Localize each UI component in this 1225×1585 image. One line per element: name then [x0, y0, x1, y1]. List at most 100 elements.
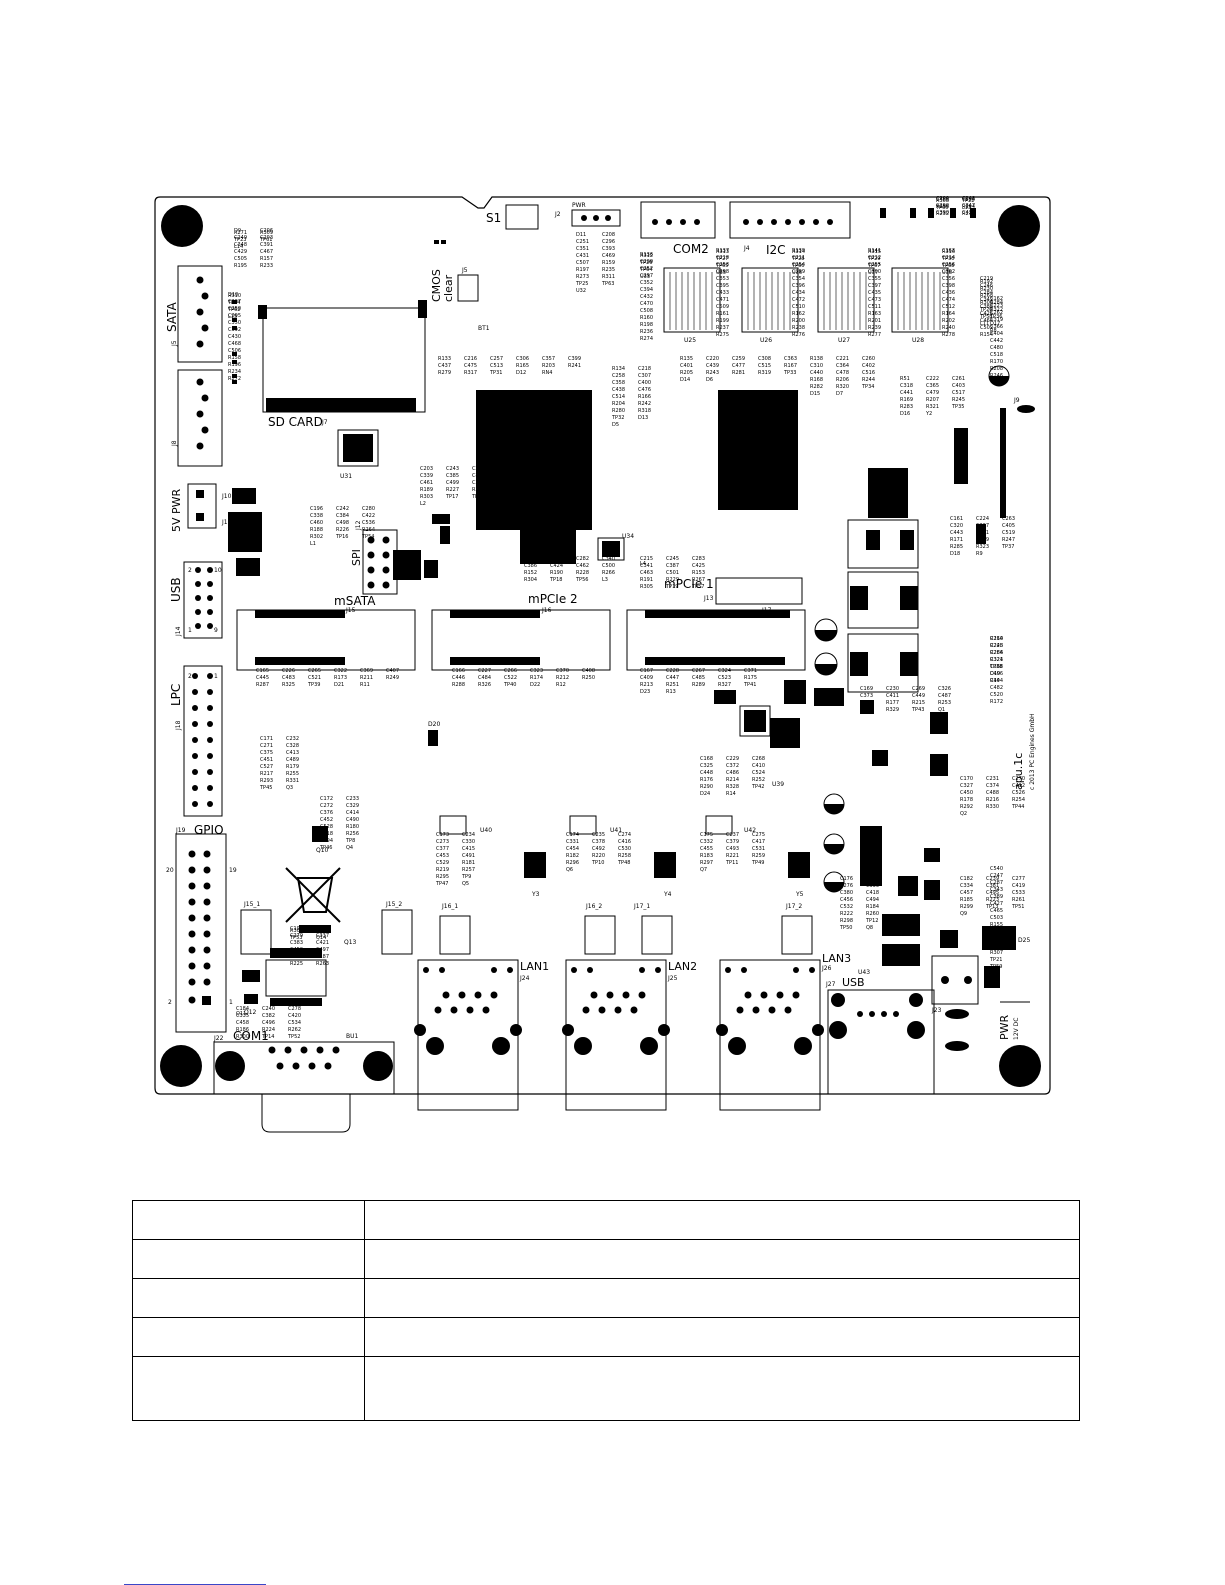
designator-label: C484	[478, 675, 491, 681]
designator-label: C414	[346, 810, 359, 816]
lan-pin	[450, 1006, 458, 1014]
header-pin	[367, 566, 375, 574]
designator-label: D10	[228, 292, 238, 298]
header-pin	[188, 882, 196, 890]
designator-label: TP64	[639, 267, 652, 273]
designator-label: R264	[362, 527, 375, 533]
label-spi: SPI	[350, 549, 363, 566]
designator-label: C339	[420, 473, 433, 479]
designator-label: TP33	[783, 370, 796, 376]
lan-hole	[640, 1037, 658, 1055]
designator-label: R154	[980, 332, 993, 338]
designator-label: C473	[868, 297, 881, 303]
label-j27: J27	[825, 981, 836, 988]
usb-pin	[881, 1011, 887, 1017]
designator-label: R215	[912, 700, 925, 706]
designator-label: R164	[942, 311, 955, 317]
designator-label: C370	[556, 668, 569, 674]
designator-label: TP30	[941, 256, 954, 262]
designator-label: C503	[990, 915, 1003, 921]
table-cell	[364, 1356, 1080, 1421]
header-pin	[207, 609, 213, 615]
designator-label: C499	[446, 480, 459, 486]
designator-label: C516	[862, 370, 875, 376]
designator-label: R174	[530, 675, 543, 681]
designator-label: C261	[952, 376, 965, 382]
designator-label: C369	[360, 668, 373, 674]
label-j16-2: J16_2	[585, 903, 602, 910]
designator-label: Q8	[866, 925, 873, 931]
header-pin	[196, 340, 204, 348]
msata-edge-contacts	[255, 657, 345, 665]
lan-pin	[768, 1006, 776, 1014]
inductor-pad	[866, 530, 880, 550]
designator-label: R216	[986, 797, 999, 803]
designator-label: C445	[256, 675, 269, 681]
designator-label: C380	[840, 890, 853, 896]
designator-label: C376	[320, 810, 333, 816]
usb-pin	[893, 1011, 899, 1017]
designator-label: R305	[640, 584, 653, 590]
designator-label: R297	[700, 860, 713, 866]
designator-label: R196	[228, 362, 241, 368]
designator-label: R301	[290, 928, 303, 934]
lan-hole	[794, 1037, 812, 1055]
designator-label: C443	[950, 530, 963, 536]
label-usb2: USB	[842, 976, 865, 989]
designator-label: C535	[290, 954, 303, 960]
header-pin	[203, 978, 211, 986]
designator-label: C420	[288, 1013, 301, 1019]
designator-label: C227	[478, 668, 491, 674]
designator-label: TP27	[715, 256, 728, 262]
designator-label: R180	[346, 824, 359, 830]
designator-label: C277	[1012, 876, 1025, 882]
designator-label: C471	[716, 297, 729, 303]
designator-label: C268	[752, 756, 765, 762]
designator-label: C514	[612, 394, 625, 400]
designator-label: C298	[716, 269, 729, 275]
designator-label: TP14	[261, 1034, 274, 1040]
designator-label: C223	[990, 303, 1003, 309]
header-pin	[581, 215, 587, 221]
sd-card-corner	[258, 305, 267, 319]
designator-label: C525	[860, 700, 873, 706]
designator-label: TP66	[791, 263, 804, 269]
lan-pin	[474, 991, 482, 999]
designator-label: R171	[950, 537, 963, 543]
label-j25: J25	[667, 975, 678, 982]
designator-label: D19	[990, 671, 1000, 677]
header-pin	[207, 705, 213, 711]
designator-label: C467	[260, 249, 273, 255]
designator-label: C366	[990, 324, 1003, 330]
designator-label: C399	[568, 356, 581, 362]
designator-label: C293	[260, 235, 273, 241]
designator-label: C214	[942, 255, 955, 261]
sata-connector-1	[177, 265, 223, 363]
designator-label: TP23	[233, 237, 246, 243]
com1-shell	[261, 1094, 351, 1133]
designator-label: R156	[936, 204, 949, 210]
designator-label: R177	[886, 700, 899, 706]
designator-label: C482	[990, 685, 1003, 691]
designator-label: C174	[566, 832, 579, 838]
designator-label: C379	[726, 839, 739, 845]
designator-label: C486	[726, 770, 739, 776]
designator-label: C231	[986, 776, 999, 782]
designator-label: D21	[334, 682, 344, 688]
designator-label: R287	[256, 682, 269, 688]
designator-label: TP37	[1001, 544, 1014, 550]
designator-label: C215	[640, 556, 653, 562]
designator-label: R236	[640, 329, 653, 335]
designator-label: R274	[640, 336, 653, 342]
designator-label: C495	[986, 890, 999, 896]
pin-mark-lpc-top: 2	[188, 673, 192, 680]
designator-label: R226	[336, 527, 349, 533]
label-pwr-rating: 12V DC	[1013, 1018, 1020, 1040]
designator-label: R51	[900, 376, 910, 382]
header-pin	[188, 914, 196, 922]
designator-label: C409	[640, 675, 653, 681]
designator-label: C517	[952, 390, 965, 396]
lan-mount	[658, 1024, 670, 1036]
designator-label: TP49	[751, 860, 764, 866]
lan-pin	[630, 1006, 638, 1014]
